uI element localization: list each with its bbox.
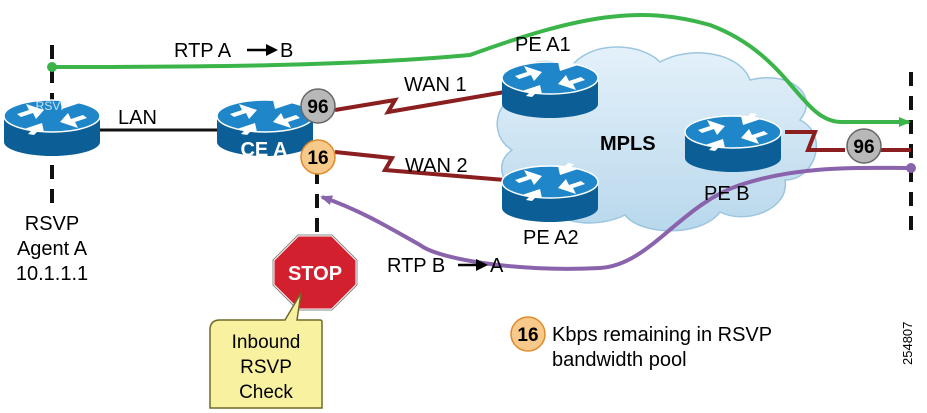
legend-line1: Kbps remaining in RSVP <box>552 324 772 346</box>
rtp-ab-path <box>51 13 911 127</box>
stop-sign-icon: STOP <box>271 233 359 312</box>
legend-badge: 16 <box>510 316 546 352</box>
wan1-link <box>334 90 506 115</box>
rtp-ab-start-dot <box>47 62 57 72</box>
pe-a2-router-icon <box>501 162 599 223</box>
rtp-ba-start-dot <box>906 163 916 173</box>
rtp-ab-end-label: B <box>280 40 293 62</box>
ce-a-label: CE A <box>240 139 287 161</box>
stop-label: STOP <box>288 263 342 285</box>
pe-b-value: 96 <box>853 137 874 158</box>
wan2-link <box>334 150 506 182</box>
figure-id: 254807 <box>900 322 915 365</box>
callout-line3: Check <box>239 382 293 403</box>
rtp-ba-path <box>320 165 912 271</box>
pe-a1-label: PE A1 <box>515 34 571 56</box>
pe-b-badge: 96 <box>846 128 882 164</box>
callout-line2: RSVP <box>240 357 292 378</box>
router-rsvp-label: RSVP <box>36 99 69 113</box>
lan-label: LAN <box>118 107 157 129</box>
rtp-ba-end-label: A <box>490 255 504 277</box>
rtp-ba-label: RTP B <box>387 255 445 277</box>
ce-a-wan1-value: 96 <box>307 97 328 118</box>
rtp-ab-label: RTP A <box>174 40 232 62</box>
pe-b-router-icon <box>684 112 782 173</box>
pe-a1-router-icon <box>501 58 599 119</box>
wan1-label: WAN 1 <box>404 74 467 96</box>
callout-line1: Inbound <box>232 332 301 353</box>
legend-line2: bandwidth pool <box>552 349 687 371</box>
wan2-label: WAN 2 <box>405 155 468 177</box>
agent-label-line3: 10.1.1.1 <box>16 263 88 285</box>
rsvp-agent-router-icon: RSVP <box>3 96 101 157</box>
pe-b-link <box>785 130 845 152</box>
agent-label-line2: Agent A <box>17 238 88 260</box>
pe-b-label: PE B <box>704 183 750 205</box>
rtp-ab-arrow-icon <box>247 44 278 56</box>
ce-a-wan2-badge: 16 <box>300 139 336 175</box>
inbound-check-callout <box>209 292 323 409</box>
ce-a-wan2-value: 16 <box>307 148 328 169</box>
legend-value: 16 <box>517 325 538 346</box>
ce-a-wan1-badge: 96 <box>300 88 336 124</box>
mpls-label: MPLS <box>600 133 656 155</box>
agent-label-line1: RSVP <box>25 213 79 235</box>
pe-a2-label: PE A2 <box>523 227 579 249</box>
rtp-ba-arrow-icon <box>458 259 488 271</box>
